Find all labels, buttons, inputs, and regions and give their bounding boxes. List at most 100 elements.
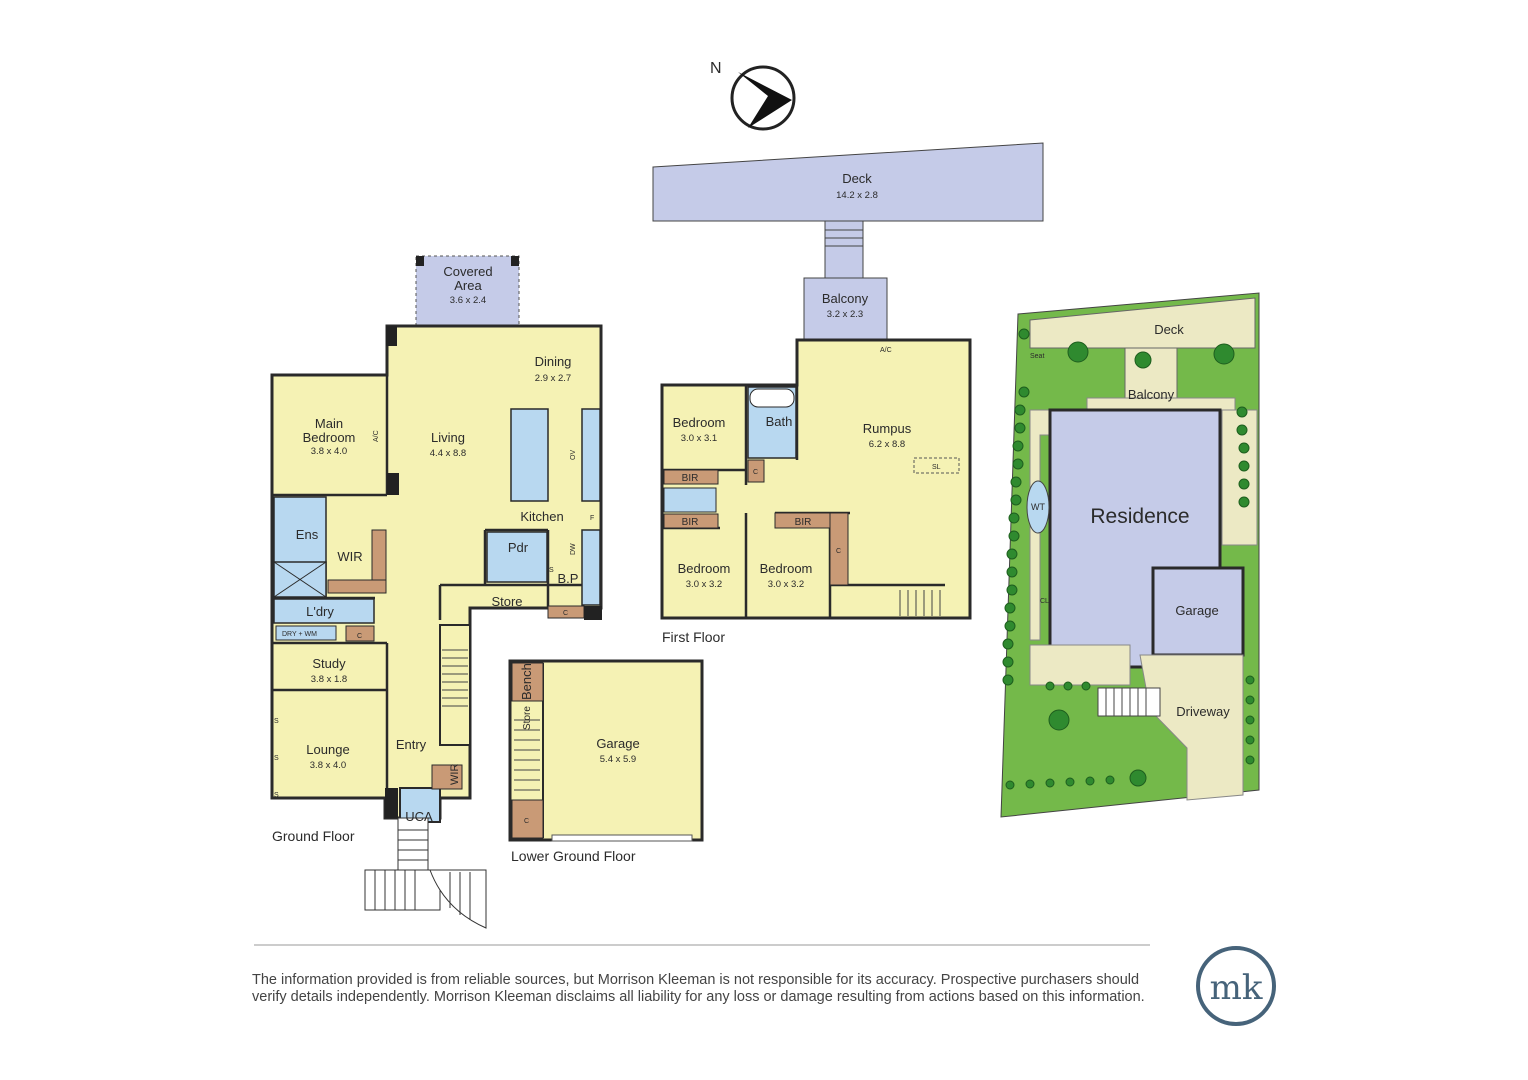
kitchen-island	[510, 408, 549, 502]
compass-needle	[738, 72, 792, 128]
entry-stairs	[442, 649, 468, 707]
deck-dims: 14.2 x 2.8	[836, 190, 878, 201]
fridge-label: F	[590, 515, 594, 522]
bedroom-2-dims: 3.0 x 3.2	[686, 579, 722, 590]
site-balcony-label: Balcony	[1128, 387, 1175, 402]
mk-logo-text: mk	[1210, 968, 1263, 1008]
balcony-dims: 3.2 x 2.3	[827, 309, 863, 320]
powder-room	[486, 531, 548, 583]
dining-label: Dining	[535, 354, 572, 369]
balcony-label: Balcony	[822, 291, 869, 306]
bp-cupboard-label: C	[563, 610, 568, 617]
lower-ground-floor-plan: Garage 5.4 x 5.9 Bench Store C Lower Gro…	[508, 659, 704, 864]
lounge-label: Lounge	[306, 742, 349, 757]
disclaimer-line-1: The information provided is from reliabl…	[252, 972, 1140, 988]
main-bedroom-ac: A/C	[373, 430, 380, 442]
covered-area-label-2: Area	[454, 278, 482, 293]
first-floor-stairs	[899, 590, 941, 616]
compass-ring	[730, 65, 796, 131]
first-floor-joinery	[663, 459, 849, 586]
oven-label: OV	[570, 450, 577, 460]
rumpus-label: Rumpus	[863, 421, 912, 436]
ground-floor-joinery	[327, 529, 585, 790]
site-garage	[1151, 566, 1245, 657]
pdr-label: Pdr	[508, 540, 529, 555]
living-dims: 4.4 x 8.8	[430, 448, 466, 459]
lounge-shelf-2: S	[274, 755, 279, 762]
ground-floor-walls	[272, 326, 601, 798]
site-garage-label: Garage	[1175, 603, 1218, 618]
site-seat-label: Seat	[1030, 353, 1044, 360]
clothesline-label: CL	[1040, 598, 1049, 605]
disclaimer: The information provided is from reliabl…	[252, 972, 1162, 1006]
bir-label-3: BIR	[795, 517, 812, 528]
upper-deck	[652, 142, 1044, 222]
dishwasher-label: DW	[570, 543, 577, 555]
site-plan: Deck Seat Balcony Residence Garage Drive…	[1000, 292, 1260, 818]
ens-label: Ens	[296, 527, 319, 542]
front-steps	[364, 817, 487, 929]
entry-wir-label: WIR	[449, 764, 461, 785]
laundry-label: L'dry	[306, 604, 334, 619]
lounge-dims: 3.8 x 4.0	[310, 760, 346, 771]
site-driveway-label: Driveway	[1176, 704, 1230, 719]
bedroom-3-label: Bedroom	[760, 561, 813, 576]
ground-floor-plan: Covered Area 3.6 x 2.4 Dining 2.9 x 2.7 …	[270, 255, 603, 929]
study-dims: 3.8 x 1.8	[311, 674, 347, 685]
deck-label: Deck	[842, 171, 872, 186]
main-bedroom-dims: 3.8 x 4.0	[311, 446, 347, 457]
upper-balcony	[803, 277, 888, 341]
sl-label: SL	[932, 464, 941, 471]
kitchen-label: Kitchen	[520, 509, 563, 524]
columns	[385, 326, 602, 818]
compass-north-label: N	[710, 60, 722, 77]
lower-garage-dims: 5.4 x 5.9	[600, 754, 636, 765]
uca-label: UCA	[405, 809, 433, 824]
covered-area-dims: 3.6 x 2.4	[450, 295, 486, 306]
bath-label: Bath	[766, 414, 793, 429]
bedroom-1-label: Bedroom	[673, 415, 726, 430]
site-deck-label: Deck	[1154, 322, 1184, 337]
rumpus-dims: 6.2 x 8.8	[869, 439, 905, 450]
lower-cupboard-label: C	[524, 818, 529, 825]
laundry-cupboard-label: C	[357, 633, 362, 640]
site-trees	[1002, 328, 1255, 790]
north-compass: N	[710, 60, 796, 131]
disclaimer-line-2: verify details independently. Morrison K…	[252, 989, 1145, 1005]
laundry-area	[273, 598, 375, 624]
bench-label: Bench	[519, 663, 534, 700]
bedroom-1-dims: 3.0 x 3.1	[681, 433, 717, 444]
water-tank-label: WT	[1031, 502, 1045, 512]
main-bedroom-label-2: Bedroom	[303, 430, 356, 445]
bp-shelf-label: S	[549, 567, 554, 574]
first-floor-cupboard: C	[753, 469, 758, 476]
bedroom-2-label: Bedroom	[678, 561, 731, 576]
bir-label-2: BIR	[682, 517, 699, 528]
site-residence-label: Residence	[1090, 505, 1189, 528]
bedroom-3-dims: 3.0 x 3.2	[768, 579, 804, 590]
covered-area-label-1: Covered	[443, 264, 492, 279]
rumpus-ac: A/C	[880, 347, 892, 354]
lower-store-label: Store	[522, 706, 533, 730]
site-deck	[1029, 297, 1256, 349]
wir-label: WIR	[337, 549, 362, 564]
covered-area	[415, 255, 520, 327]
dry-wm-label: DRY + WM	[282, 631, 317, 638]
ground-floor-title: Ground Floor	[272, 828, 355, 844]
first-floor-plan: Deck 14.2 x 2.8 Balcony 3.2 x 2.3 Rumpus…	[652, 142, 1044, 645]
bir-cupboard: C	[836, 548, 841, 555]
bp-label: B.P	[558, 571, 579, 586]
lower-ground-floor-title: Lower Ground Floor	[511, 848, 636, 864]
main-bedroom-label-1: Main	[315, 416, 343, 431]
first-floor-title: First Floor	[662, 629, 725, 645]
mk-logo: mk	[1196, 946, 1276, 1026]
lounge-shelf-3: S	[274, 792, 279, 799]
store-label: Store	[491, 594, 522, 609]
living-label: Living	[431, 430, 465, 445]
entry-label: Entry	[396, 737, 427, 752]
lower-garage-label: Garage	[596, 736, 639, 751]
lounge-shelf-1: S	[274, 718, 279, 725]
bir-label-1: BIR	[682, 473, 699, 484]
